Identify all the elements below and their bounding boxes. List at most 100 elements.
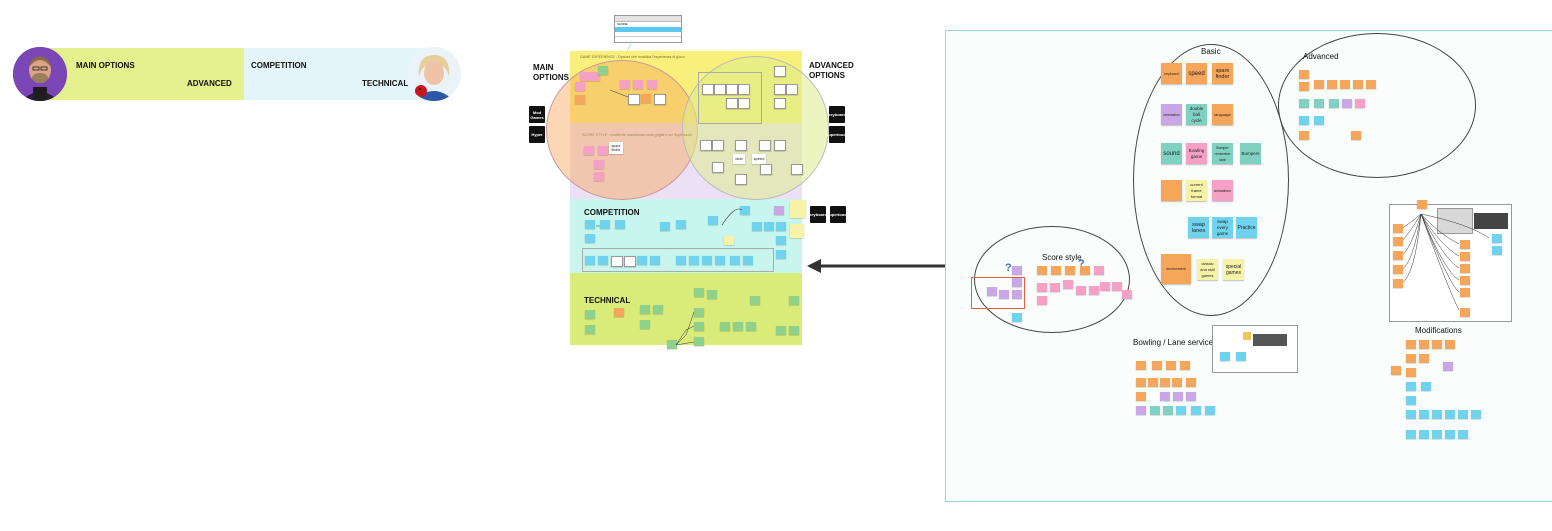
sticky[interactable]: [1406, 340, 1416, 349]
sticky[interactable]: [740, 206, 750, 215]
sticky-sound[interactable]: sound: [1161, 143, 1182, 164]
sticky[interactable]: [637, 256, 647, 265]
sticky[interactable]: [694, 322, 704, 331]
sticky[interactable]: [774, 140, 786, 151]
sticky[interactable]: [1136, 392, 1146, 401]
sticky[interactable]: [1012, 266, 1022, 275]
sticky[interactable]: [1173, 392, 1183, 401]
sticky[interactable]: [1089, 286, 1099, 295]
sticky[interactable]: [702, 256, 712, 265]
sticky[interactable]: [1492, 246, 1502, 255]
sticky[interactable]: [1355, 99, 1365, 108]
sticky[interactable]: [620, 80, 630, 89]
sticky[interactable]: [752, 222, 762, 231]
sticky[interactable]: [1160, 378, 1170, 387]
sticky[interactable]: [700, 140, 712, 151]
sticky[interactable]: [1094, 266, 1104, 275]
sticky[interactable]: [1445, 430, 1455, 439]
sticky[interactable]: [1166, 361, 1176, 370]
sticky[interactable]: [640, 320, 650, 329]
sticky-current-frame-format[interactable]: current frame format: [1186, 180, 1207, 201]
sticky[interactable]: [1340, 80, 1350, 89]
sticky[interactable]: [1100, 282, 1110, 291]
sticky[interactable]: [776, 250, 786, 259]
sticky[interactable]: [724, 236, 734, 245]
sticky[interactable]: [1419, 354, 1429, 363]
sticky[interactable]: [628, 94, 640, 105]
sticky-bowling-game[interactable]: Bowling game: [1186, 143, 1207, 164]
sticky[interactable]: [694, 308, 704, 317]
sticky[interactable]: [667, 340, 677, 349]
sticky[interactable]: [1471, 410, 1481, 419]
sticky[interactable]: [633, 80, 643, 89]
sticky[interactable]: [1314, 80, 1324, 89]
sticky[interactable]: [1393, 265, 1403, 274]
sticky[interactable]: [1314, 99, 1324, 108]
sticky[interactable]: [1012, 313, 1022, 322]
sticky[interactable]: [790, 200, 806, 218]
sticky[interactable]: [1122, 290, 1132, 299]
sticky[interactable]: [1329, 99, 1339, 108]
sticky[interactable]: [1148, 378, 1158, 387]
sticky-animations[interactable]: animations: [1212, 180, 1233, 201]
sticky[interactable]: [1406, 368, 1416, 377]
sticky-environment[interactable]: environment: [1161, 254, 1191, 284]
sticky[interactable]: [1458, 430, 1468, 439]
sticky[interactable]: [611, 256, 623, 267]
sticky-bumpers[interactable]: Bumpers: [1240, 143, 1261, 164]
sticky[interactable]: [580, 72, 600, 81]
sticky[interactable]: [1037, 296, 1047, 305]
sticky[interactable]: [735, 174, 747, 185]
sticky[interactable]: [585, 234, 595, 243]
sticky[interactable]: [1432, 340, 1442, 349]
sticky[interactable]: [689, 256, 699, 265]
sticky[interactable]: [733, 322, 743, 331]
sticky[interactable]: [715, 256, 725, 265]
sticky[interactable]: [1460, 252, 1470, 261]
sticky[interactable]: [694, 337, 704, 346]
sticky[interactable]: [1050, 283, 1060, 292]
sticky[interactable]: [1406, 396, 1416, 405]
sticky[interactable]: [774, 66, 786, 77]
sticky[interactable]: [1421, 382, 1431, 391]
sticky[interactable]: [585, 325, 595, 334]
sticky[interactable]: [738, 98, 750, 109]
sticky[interactable]: [714, 84, 726, 95]
sticky[interactable]: [789, 296, 799, 305]
sticky[interactable]: [694, 288, 704, 297]
sticky[interactable]: [647, 80, 657, 89]
sticky[interactable]: [1445, 410, 1455, 419]
sticky[interactable]: [676, 220, 686, 229]
sticky[interactable]: [987, 287, 997, 296]
sticky[interactable]: [743, 256, 753, 265]
sticky[interactable]: [786, 84, 798, 95]
sticky[interactable]: [676, 256, 686, 265]
sticky-swap-lanes[interactable]: swap lanes: [1188, 217, 1209, 238]
sticky[interactable]: [726, 98, 738, 109]
sticky[interactable]: [1176, 406, 1186, 415]
sticky[interactable]: [1012, 290, 1022, 299]
sticky[interactable]: [1460, 264, 1470, 273]
sticky[interactable]: [650, 256, 660, 265]
sticky[interactable]: [1136, 406, 1146, 415]
sticky[interactable]: [598, 256, 608, 265]
sticky[interactable]: [654, 94, 666, 105]
sticky[interactable]: [1299, 116, 1309, 125]
sticky[interactable]: [653, 305, 663, 314]
sticky[interactable]: [760, 164, 772, 175]
dropdown-option-selected[interactable]: [615, 27, 681, 32]
sticky[interactable]: [790, 224, 804, 238]
sticky[interactable]: [1460, 240, 1470, 249]
sticky[interactable]: [791, 164, 803, 175]
sticky[interactable]: [750, 296, 760, 305]
sticky[interactable]: [1150, 406, 1160, 415]
sticky[interactable]: [585, 310, 595, 319]
sticky[interactable]: [1012, 278, 1022, 287]
sticky[interactable]: [1419, 410, 1429, 419]
sticky[interactable]: [1112, 282, 1122, 291]
sticky[interactable]: [1220, 352, 1230, 361]
dropdown-option-score[interactable]: SCORE: [617, 22, 628, 26]
sticky-speed[interactable]: speed: [752, 154, 766, 164]
sticky[interactable]: [1419, 430, 1429, 439]
sticky[interactable]: [585, 220, 595, 229]
